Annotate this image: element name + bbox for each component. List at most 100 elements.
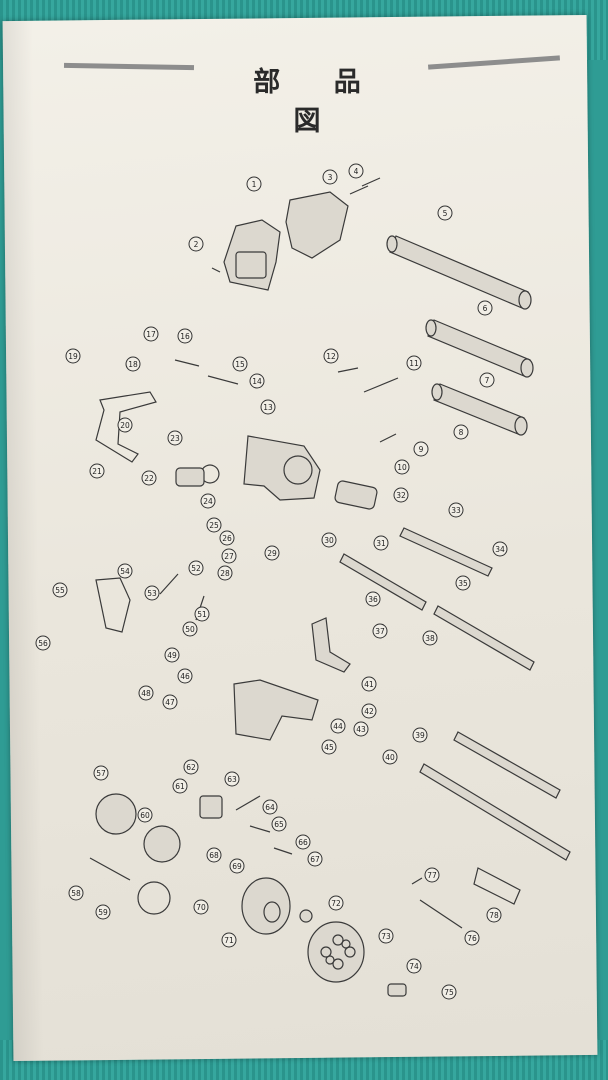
part-callout-label: 24 [203,497,213,506]
part-callout-label: 26 [222,534,232,543]
part-callout-label: 23 [170,434,180,443]
part-callout-2: 2 [188,236,204,252]
part-callout-label: 39 [415,731,425,740]
part-callout-label: 2 [194,240,199,249]
part-callout-label: 4 [354,167,359,176]
part-callout-label: 62 [186,763,196,772]
part-callout-label: 47 [165,698,175,707]
part-callout-57: 57 [93,765,109,781]
part-callout-label: 60 [140,811,150,820]
part-callout-31: 31 [373,535,389,551]
part-callout-4: 4 [348,163,364,179]
revolver-frame [243,435,321,501]
part-callout-label: 78 [489,911,499,920]
part-callout-label: 58 [71,889,81,898]
part-callout-label: 1 [252,180,257,189]
part-callout-label: 50 [185,625,195,634]
part-callout-label: 69 [232,862,242,871]
part-callout-label: 10 [397,463,407,472]
part-callout-32: 32 [393,487,409,503]
part-callout-label: 61 [175,782,185,791]
part-callout-label: 30 [324,536,334,545]
part-callout-label: 42 [364,707,374,716]
part-callout-label: 53 [147,589,157,598]
part-callout-label: 8 [459,428,464,437]
part-callout-label: 25 [209,521,219,530]
grip-checkering-left [235,251,267,279]
part-callout-label: 56 [38,639,48,648]
part-callout-13: 13 [260,399,276,415]
part-callout-42: 42 [361,703,377,719]
part-callout-14: 14 [249,373,265,389]
part-callout-label: 32 [396,491,406,500]
part-callout-label: 76 [467,934,477,943]
part-callout-76: 76 [464,930,480,946]
springs-pins-group [174,359,399,484]
part-callout-label: 38 [425,634,435,643]
part-callout-40: 40 [382,749,398,765]
part-callout-label: 71 [224,936,234,945]
grip-pins [349,177,381,195]
ejector-rod-38 [433,605,535,671]
part-callout-69: 69 [229,858,245,874]
part-callout-63: 63 [224,771,240,787]
part-callout-label: 52 [191,564,201,573]
part-callout-28: 28 [217,565,233,581]
part-callout-39: 39 [412,727,428,743]
part-callout-43: 43 [353,721,369,737]
part-callout-21: 21 [89,463,105,479]
ejector-rod-34 [399,527,493,577]
part-callout-label: 41 [364,680,374,689]
part-callout-label: 72 [331,899,341,908]
part-callout-35: 35 [455,575,471,591]
part-callout-49: 49 [164,647,180,663]
part-callout-label: 44 [333,722,343,731]
part-callout-65: 65 [271,816,287,832]
part-callout-70: 70 [193,899,209,915]
block-61 [199,795,223,819]
part-callout-label: 63 [227,775,237,784]
part-callout-44: 44 [330,718,346,734]
bolt-75 [387,983,407,997]
part-callout-label: 43 [356,725,366,734]
part-callout-8: 8 [453,424,469,440]
part-callout-54: 54 [117,563,133,579]
lower-frame [233,679,319,741]
cylinder-73 [307,921,365,983]
ratchet-disc-57 [95,793,137,835]
part-callout-label: 28 [220,569,230,578]
part-callout-label: 21 [92,467,102,476]
part-callout-12: 12 [323,348,339,364]
part-callout-label: 17 [146,330,156,339]
part-callout-64: 64 [262,799,278,815]
part-callout-18: 18 [125,356,141,372]
part-callout-25: 25 [206,517,222,533]
long-rod-39 [453,731,561,799]
part-callout-label: 18 [128,360,138,369]
part-callout-37: 37 [372,623,388,639]
part-callout-label: 77 [427,871,437,880]
cylinder-bushing [334,480,378,510]
part-callout-label: 15 [235,360,245,369]
part-callout-41: 41 [361,676,377,692]
part-callout-label: 9 [419,445,424,454]
part-callout-label: 68 [209,851,219,860]
ratchet-disc-60 [143,825,181,863]
main-spring-housing [175,467,205,487]
long-rod-40 [419,763,571,861]
part-callout-78: 78 [486,907,502,923]
part-callout-label: 3 [328,173,333,182]
part-callout-label: 27 [224,552,234,561]
ejector-rod-36 [339,553,427,611]
part-callout-16: 16 [177,328,193,344]
trigger-guard [95,391,157,463]
part-callout-label: 57 [96,769,106,778]
part-callout-56: 56 [35,635,51,651]
small-pins-group [89,795,293,881]
part-callout-68: 68 [206,847,222,863]
part-callout-66: 66 [295,834,311,850]
part-callout-50: 50 [182,621,198,637]
part-callout-53: 53 [144,585,160,601]
part-callout-23: 23 [167,430,183,446]
